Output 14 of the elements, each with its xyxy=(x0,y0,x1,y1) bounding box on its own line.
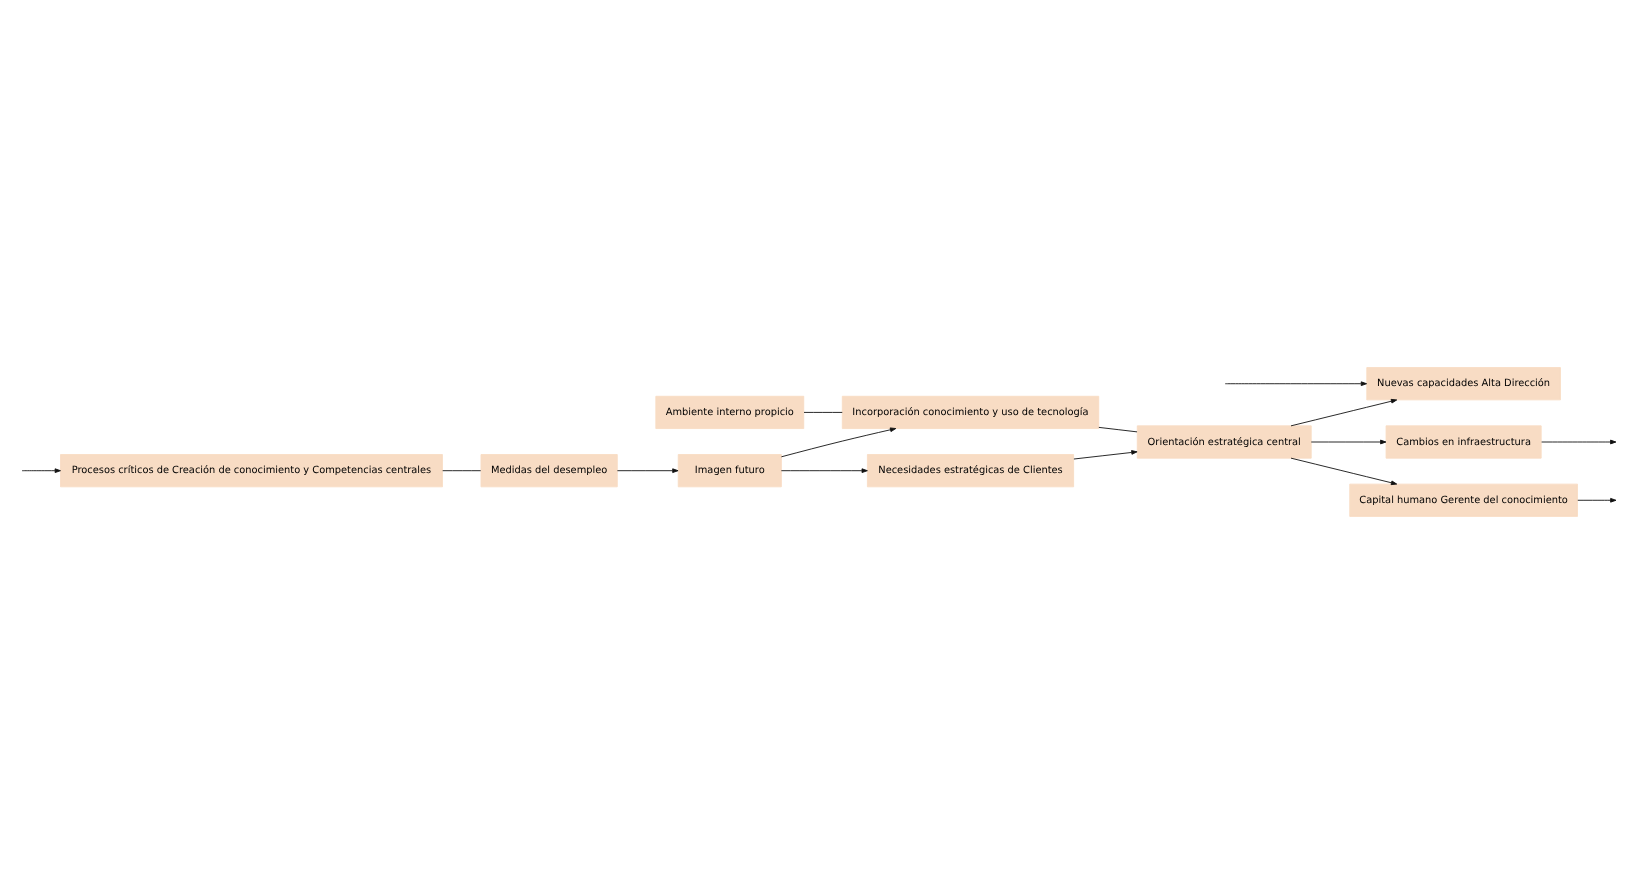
arrow xyxy=(21,468,61,473)
arrow xyxy=(1310,439,1387,445)
arrow xyxy=(1224,381,1368,387)
arrow xyxy=(1577,497,1617,503)
arrow xyxy=(780,468,868,473)
arrow xyxy=(616,468,679,473)
connector xyxy=(442,470,482,472)
arrow xyxy=(1290,398,1398,427)
arrow xyxy=(1541,439,1617,445)
arrow xyxy=(1073,450,1138,460)
connector xyxy=(1098,426,1138,433)
arrow xyxy=(1290,457,1398,486)
connector xyxy=(803,411,843,413)
arrow xyxy=(780,427,897,458)
